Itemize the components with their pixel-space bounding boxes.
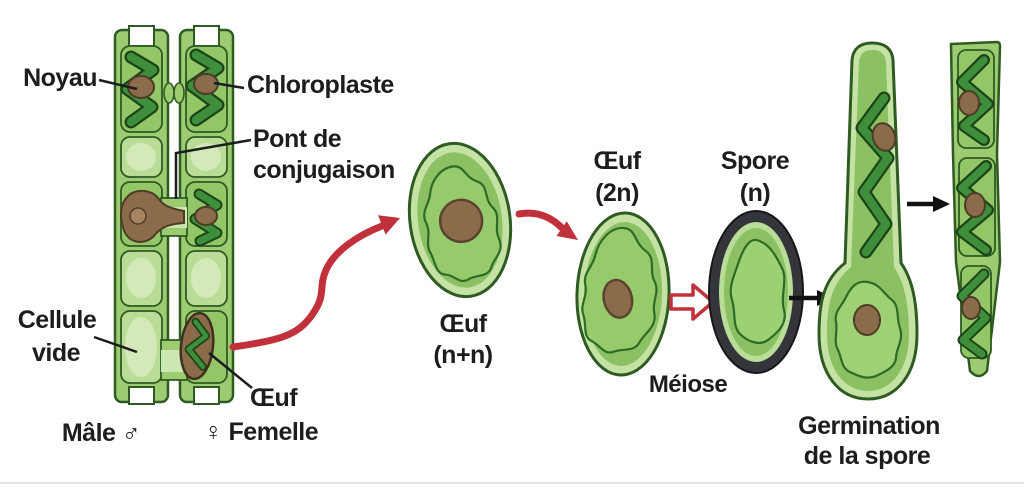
female-chloroplast-ribbon	[185, 48, 225, 127]
label-oeuf-2n-line2: (2n)	[595, 179, 639, 207]
label-pont-line1: Pont de	[253, 125, 342, 153]
new-filament-nucleus	[958, 90, 980, 116]
male-gamete	[119, 190, 185, 243]
germ-base-nucleus	[853, 304, 881, 336]
male-chloroplast-ribbon	[120, 50, 160, 129]
label-germination-line1: Germination	[798, 412, 940, 440]
zygote-oeuf	[179, 311, 215, 381]
leader-oeuf	[208, 352, 253, 389]
empty-cell-highlight	[126, 143, 156, 171]
female-bottom-opening	[193, 386, 220, 405]
new-filament	[949, 40, 1002, 378]
leader-pont	[174, 138, 252, 199]
leader-cellule-vide	[93, 335, 138, 354]
cell-oeuf-2n	[575, 211, 671, 377]
label-cellule-line1: Cellule	[18, 306, 97, 334]
arrow-red-2	[515, 209, 578, 240]
label-oeuf-nn-line2: (n+n)	[433, 341, 492, 369]
label-noyau: Noyau	[23, 64, 97, 92]
label-cellule-line2: vide	[32, 339, 81, 367]
label-oeuf-nn-line1: Œuf	[439, 310, 487, 338]
new-filament-chloroplasts	[956, 54, 994, 360]
female-nucleus-2	[194, 206, 218, 226]
label-oeuf-2n-line1: Œuf	[593, 147, 641, 175]
contact-papilla-male	[163, 82, 175, 104]
germinating-spore	[817, 41, 919, 401]
new-filament-nucleus	[964, 192, 986, 218]
bottom-divider	[0, 482, 1024, 484]
leader-chloroplaste	[213, 81, 245, 90]
male-bottom-opening	[128, 386, 155, 405]
germ-tube-nucleus	[871, 122, 897, 152]
empty-cell-highlight	[191, 258, 221, 298]
label-germination-line2: de la spore	[804, 442, 931, 470]
leader-noyau	[98, 78, 138, 91]
label-spore-line2: (n)	[740, 179, 771, 207]
label-male: Mâle ♂	[62, 419, 140, 447]
label-meiose: Méiose	[649, 371, 728, 398]
oeuf-2n-nucleus	[602, 278, 634, 319]
empty-cell-highlight	[126, 258, 156, 298]
label-spore-line1: Spore	[721, 147, 790, 175]
arrow-red-s	[229, 215, 400, 351]
oeuf-nn-nucleus	[438, 198, 484, 244]
cell-spore	[708, 210, 804, 374]
conjugation-bridge-lower	[160, 339, 188, 381]
label-oeuf-zygote: Œuf	[250, 384, 298, 412]
arrow-black-2	[907, 196, 950, 212]
new-filament-nucleus	[961, 296, 981, 320]
arrow-meiosis-hollow	[669, 283, 715, 321]
female-tip-opening	[193, 25, 220, 47]
label-chloroplaste: Chloroplaste	[247, 71, 394, 99]
male-tip-opening	[128, 25, 155, 47]
label-femelle: ♀ Femelle	[204, 418, 319, 446]
contact-papilla-female	[173, 82, 185, 104]
label-pont-line2: conjugaison	[253, 156, 395, 184]
cell-oeuf-nn	[407, 141, 513, 299]
empty-cell-highlight	[125, 317, 157, 377]
